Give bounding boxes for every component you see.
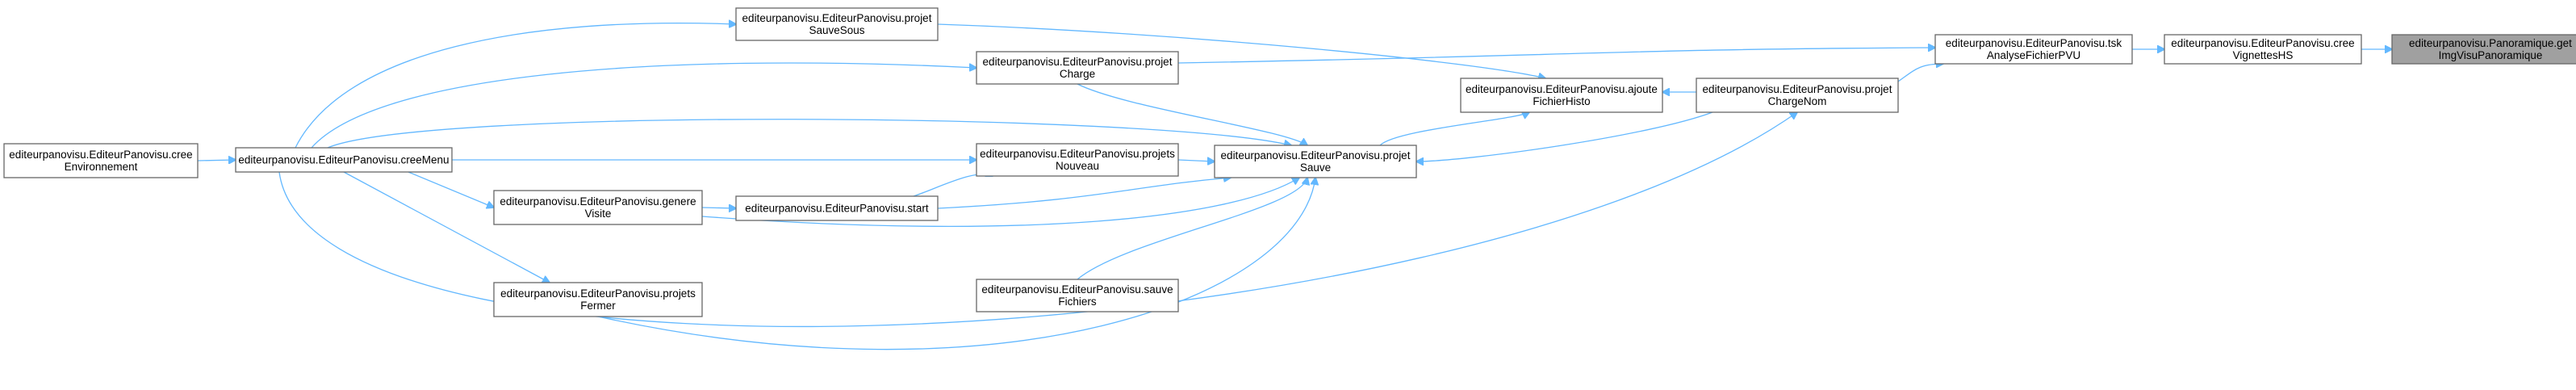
node-label-line: Sauve (1300, 161, 1331, 174)
edge-creeEnvironnement-to-creeMenu (197, 160, 236, 161)
node-box[interactable] (976, 51, 1179, 85)
node-label-line: editeurpanovisu.EditeurPanovisu.projet (742, 12, 932, 24)
node-label-line: editeurpanovisu.EditeurPanovisu.projets (980, 148, 1175, 160)
node-box[interactable] (493, 282, 703, 317)
node-box[interactable] (976, 143, 1179, 177)
node-creeEnvironnement[interactable]: editeurpanovisu.EditeurPanovisu.creeEnvi… (3, 143, 199, 178)
node-label-line: SauveSous (809, 24, 864, 36)
edge-projetSauve-to-ajouteFichierHisto (1379, 112, 1529, 146)
edge-projetsFermer-to-projetSauve (597, 178, 1315, 350)
node-projetSauveSous[interactable]: editeurpanovisu.EditeurPanovisu.projetSa… (735, 7, 939, 41)
node-start[interactable]: editeurpanovisu.EditeurPanovisu.start (735, 195, 939, 221)
node-label-line: ChargeNom (1768, 95, 1827, 107)
edge-creeMenu-to-projetSauveSous (295, 23, 736, 149)
nodes-layer: editeurpanovisu.Panoramique.getImgVisuPa… (3, 7, 2576, 317)
node-label-line: editeurpanovisu.EditeurPanovisu.cree (2171, 37, 2354, 49)
node-label-line: Environnement (65, 161, 138, 173)
node-projetChargeNom[interactable]: editeurpanovisu.EditeurPanovisu.projetCh… (1696, 78, 1899, 113)
node-label-line: AnalyseFichierPVU (1987, 49, 2080, 61)
node-label-line: editeurpanovisu.EditeurPanovisu.start (745, 203, 929, 215)
edge-creeMenu-to-projetChargeNom (278, 112, 1797, 328)
edge-projetSauveSous-to-ajouteFichierHisto (937, 23, 1545, 78)
edge-projetCharge-to-projetSauve (1077, 83, 1307, 145)
node-label-line: editeurpanovisu.Panoramique.get (2409, 37, 2572, 49)
node-box[interactable] (976, 279, 1179, 312)
edge-sauveFichiers-to-projetSauve (1077, 178, 1307, 280)
node-label-line: editeurpanovisu.EditeurPanovisu.projets (500, 287, 696, 300)
edge-projetChargeNom-to-projetSauve (1416, 111, 1713, 161)
edge-creeMenu-to-genereVisite (408, 171, 494, 208)
node-box[interactable] (3, 143, 199, 178)
node-label-line: editeurpanovisu.EditeurPanovisu.creeMenu (238, 154, 449, 166)
node-label-line: editeurpanovisu.EditeurPanovisu.projet (1221, 149, 1411, 161)
edge-projetCharge-to-tskAnalyseFichierPVU (1177, 48, 1935, 64)
node-box[interactable] (2164, 34, 2362, 65)
node-box[interactable] (2391, 34, 2576, 65)
node-label-line: editeurpanovisu.EditeurPanovisu.genere (500, 195, 696, 208)
node-box[interactable] (1696, 78, 1899, 113)
node-sauveFichiers[interactable]: editeurpanovisu.EditeurPanovisu.sauveFic… (976, 279, 1179, 312)
node-creeMenu[interactable]: editeurpanovisu.EditeurPanovisu.creeMenu (235, 147, 453, 173)
node-box[interactable] (235, 147, 453, 173)
node-label-line: editeurpanovisu.EditeurPanovisu.cree (9, 149, 192, 161)
node-genereVisite[interactable]: editeurpanovisu.EditeurPanovisu.genereVi… (493, 190, 703, 225)
node-projetsFermer[interactable]: editeurpanovisu.EditeurPanovisu.projetsF… (493, 282, 703, 317)
node-box[interactable] (735, 7, 939, 41)
node-box[interactable] (493, 190, 703, 225)
node-label-line: Nouveau (1056, 160, 1099, 172)
edge-creeMenu-to-projetSauve (327, 119, 1291, 149)
edge-projetChargeNom-to-tskAnalyseFichierPVU (1897, 64, 1943, 82)
node-box[interactable] (1214, 145, 1417, 178)
edge-start-to-projetSauve (937, 178, 1231, 209)
node-projetsNouveau[interactable]: editeurpanovisu.EditeurPanovisu.projetsN… (976, 143, 1179, 177)
node-label-line: Fichiers (1058, 296, 1097, 308)
node-label-line: FichierHisto (1533, 95, 1590, 107)
node-label-line: editeurpanovisu.EditeurPanovisu.projet (1703, 83, 1892, 95)
node-label-line: editeurpanovisu.EditeurPanovisu.ajoute (1466, 83, 1658, 95)
node-getImgVisuPanoramique[interactable]: editeurpanovisu.Panoramique.getImgVisuPa… (2391, 34, 2576, 65)
node-label-line: Fermer (580, 300, 616, 312)
edge-creeMenu-to-projetsFermer (343, 171, 550, 283)
node-ajouteFichierHisto[interactable]: editeurpanovisu.EditeurPanovisu.ajouteFi… (1460, 78, 1663, 113)
node-label-line: VignettesHS (2233, 49, 2294, 61)
node-label-line: editeurpanovisu.EditeurPanovisu.projet (983, 56, 1173, 68)
edge-projetsNouveau-to-projetSauve (1177, 160, 1215, 161)
node-box[interactable] (1460, 78, 1663, 113)
edges-layer (197, 23, 2392, 350)
node-label-line: Charge (1060, 68, 1095, 80)
node-label-line: Visite (585, 208, 612, 220)
edge-creeMenu-to-projetCharge (311, 62, 976, 149)
edge-start-to-projetsNouveau (913, 174, 993, 197)
node-label-line: editeurpanovisu.EditeurPanovisu.tsk (1946, 37, 2122, 49)
node-box[interactable] (735, 195, 939, 221)
node-box[interactable] (1934, 34, 2133, 65)
node-projetSauve[interactable]: editeurpanovisu.EditeurPanovisu.projetSa… (1214, 145, 1417, 178)
node-label-line: ImgVisuPanoramique (2439, 49, 2543, 61)
node-creeVignettesHS[interactable]: editeurpanovisu.EditeurPanovisu.creeVign… (2164, 34, 2362, 65)
node-tskAnalyseFichierPVU[interactable]: editeurpanovisu.EditeurPanovisu.tskAnaly… (1934, 34, 2133, 65)
node-label-line: editeurpanovisu.EditeurPanovisu.sauve (981, 283, 1173, 296)
edge-genereVisite-to-projetSauve (701, 178, 1299, 227)
node-projetCharge[interactable]: editeurpanovisu.EditeurPanovisu.projetCh… (976, 51, 1179, 85)
